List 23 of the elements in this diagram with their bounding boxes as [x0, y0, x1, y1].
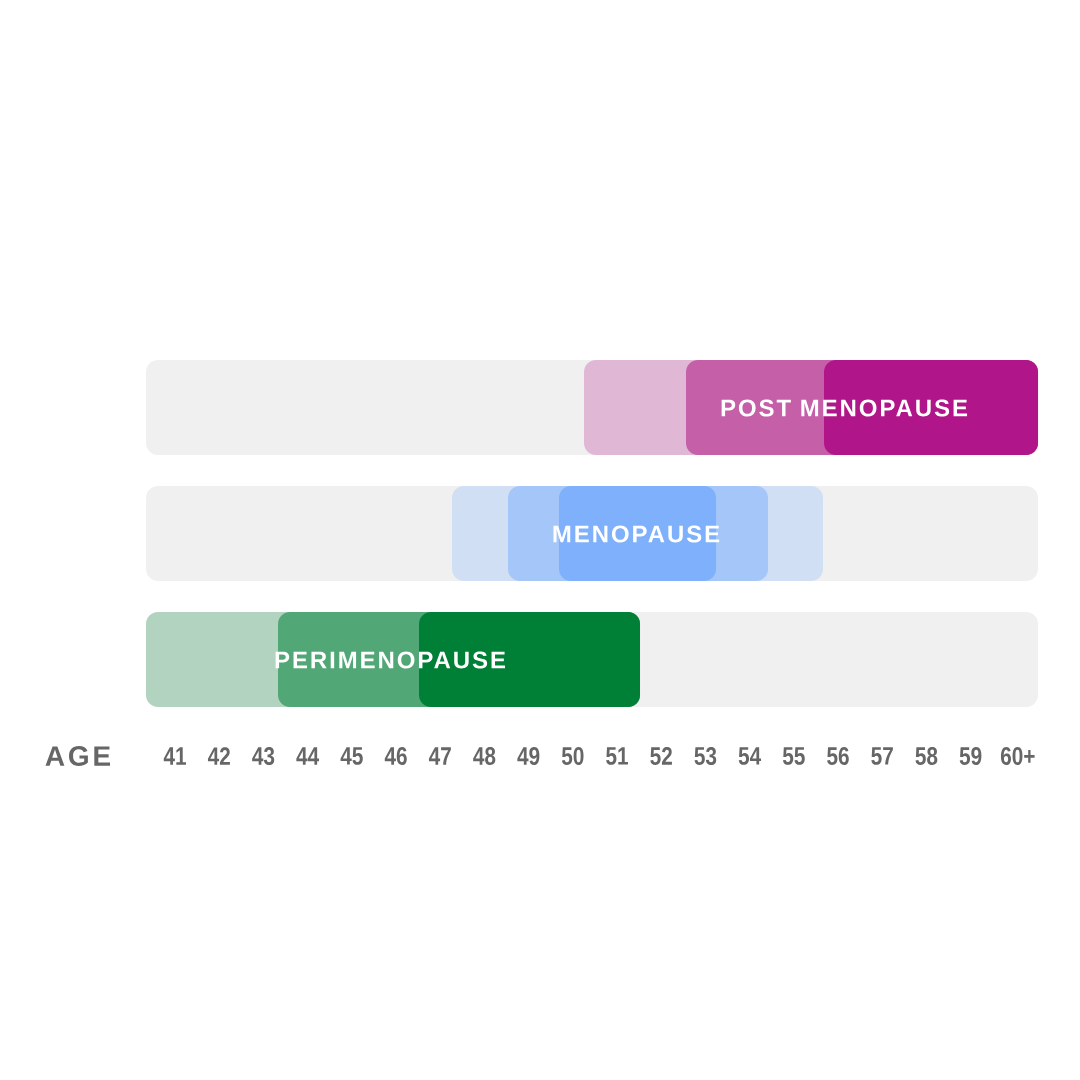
- age-tick-label: 58: [915, 747, 938, 765]
- axis-title: AGE: [45, 746, 110, 766]
- phase-label: MENOPAUSE: [553, 525, 720, 543]
- age-tick-label: 53: [694, 747, 717, 765]
- age-tick-label: 42: [207, 747, 230, 765]
- age-tick-label: 57: [871, 747, 893, 765]
- age-tick-label: 44: [296, 747, 320, 765]
- age-tick-label: 60+: [1000, 747, 1035, 765]
- age-tick-label: 59: [959, 747, 982, 765]
- age-tick-label: 50: [561, 747, 584, 765]
- age-tick-label: 41: [163, 747, 186, 765]
- phase-label: POST MENOPAUSE: [721, 399, 968, 417]
- age-tick-label: 51: [606, 747, 628, 765]
- age-tick-label: 52: [650, 747, 672, 765]
- age-tick-label: 56: [827, 747, 849, 765]
- age-tick-label: 46: [384, 747, 407, 765]
- age-tick-label: 45: [340, 747, 363, 765]
- age-tick-label: 43: [252, 747, 275, 765]
- age-tick-label: 48: [473, 747, 496, 765]
- age-tick-label: 54: [738, 747, 762, 765]
- age-tick-label: 49: [517, 747, 540, 765]
- age-tick-label: 55: [782, 747, 805, 765]
- age-tick-label: 47: [428, 747, 451, 765]
